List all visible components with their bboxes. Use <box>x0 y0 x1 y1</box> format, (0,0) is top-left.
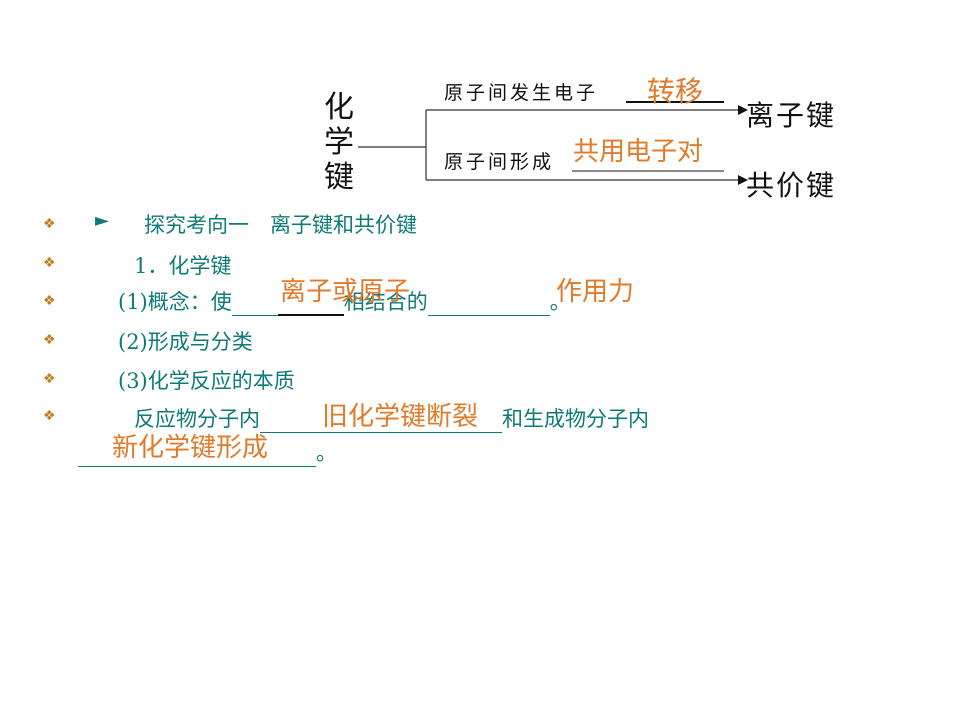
concept-answer-2: 作用力 <box>556 277 635 307</box>
root-char-1: 化 <box>324 90 354 125</box>
essence-answer-2: 新化学键形成 <box>112 433 269 463</box>
essence-prefix: 反应物分子内 <box>134 407 260 431</box>
bullet-icon: ❖ <box>43 332 56 348</box>
concept-prefix: (1)概念：使 <box>118 290 232 314</box>
item-essence: (3)化学反应的本质 <box>118 369 295 393</box>
bullet-icon: ❖ <box>43 216 56 232</box>
heading-arrow-icon: ► <box>95 210 109 231</box>
concept-answer-1: 离子或原子 <box>280 277 411 307</box>
branch2-answer: 共用电子对 <box>573 137 704 167</box>
bullet-icon: ❖ <box>43 408 56 424</box>
branch2-label: 原子间形成 <box>444 151 555 173</box>
concept-blank-1b <box>277 292 344 316</box>
item-formation: (2)形成与分类 <box>118 330 253 354</box>
bullet-icon: ❖ <box>43 293 56 309</box>
branch1-answer: 转移 <box>647 75 704 108</box>
bullet-icon: ❖ <box>43 371 56 387</box>
bullet-icon: ❖ <box>43 255 56 271</box>
branch1-label: 原子间发生电子 <box>444 82 599 104</box>
section-heading: 探究考向一 离子键和共价键 <box>144 213 417 237</box>
concept-line: (1)概念：使 相结合的 。 <box>118 286 571 316</box>
essence-end: 。 <box>316 441 337 465</box>
essence-answer-1: 旧化学键断裂 <box>322 402 479 432</box>
essence-blank-2 <box>78 444 316 467</box>
branch2-result: 共价键 <box>746 169 837 202</box>
essence-line: 反应物分子内 和生成物分子内 <box>134 403 649 433</box>
concept-mid: 相结合的 <box>343 290 428 314</box>
essence-mid: 和生成物分子内 <box>502 407 649 431</box>
concept-blank-2 <box>427 293 550 316</box>
branch1-result: 离子键 <box>746 99 837 132</box>
item-chemical-bond: 1．化学键 <box>134 254 232 278</box>
concept-end: 。 <box>549 290 571 314</box>
essence-blank-1 <box>260 410 502 433</box>
root-char-3: 键 <box>324 160 354 195</box>
essence-line-2: 。 <box>78 437 337 467</box>
root-char-2: 学 <box>324 125 354 160</box>
